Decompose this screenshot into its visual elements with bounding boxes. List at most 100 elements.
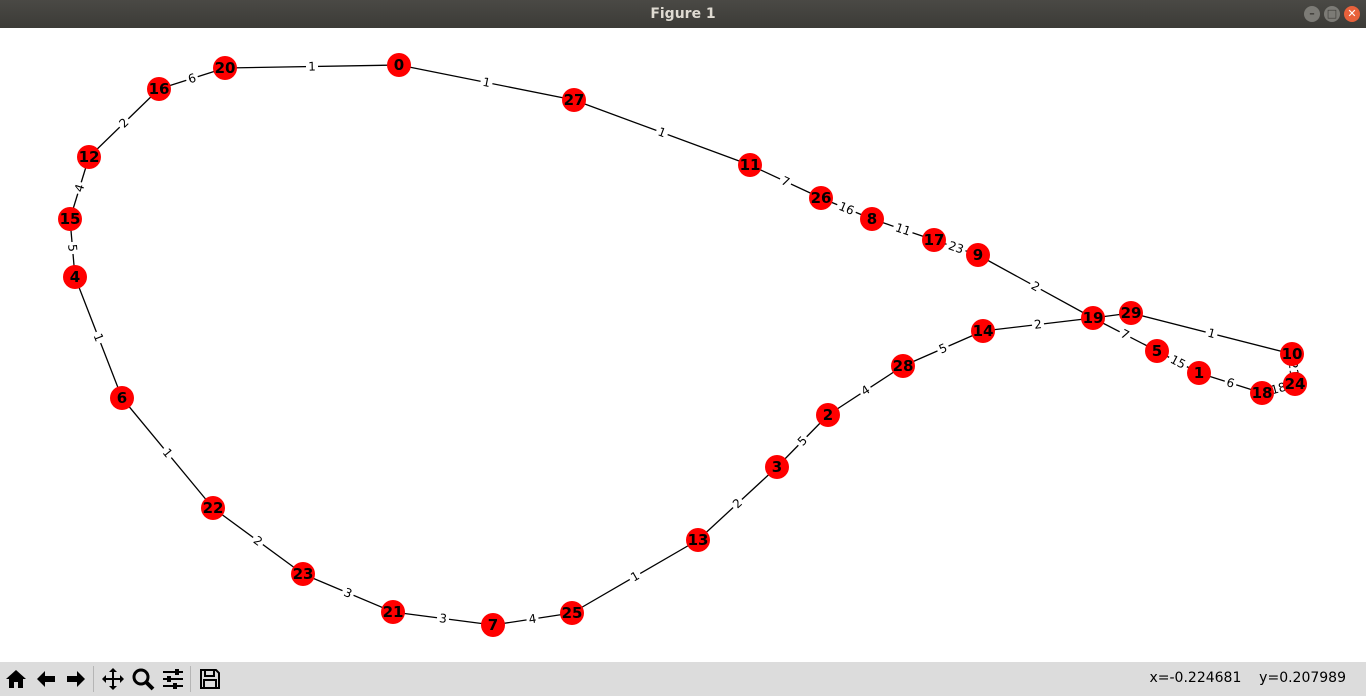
node-label: 15 <box>60 210 81 228</box>
node-18 <box>1250 381 1274 405</box>
node-label: 18 <box>1252 384 1273 402</box>
edge-label-group: 3 <box>436 610 450 627</box>
edge-weight-label: 11 <box>894 220 913 238</box>
node-25 <box>560 601 584 625</box>
edge-label-background <box>777 172 794 191</box>
edge-label-group: 1 <box>305 59 319 74</box>
edge-weight-label: 3 <box>438 611 447 626</box>
node-2 <box>816 403 840 427</box>
node-label: 29 <box>1121 304 1142 322</box>
edge-label-group: 5 <box>793 431 812 451</box>
zoom-icon[interactable] <box>129 665 157 693</box>
save-icon[interactable] <box>196 665 224 693</box>
node-label: 20 <box>215 59 236 77</box>
edge-label-background <box>891 219 915 240</box>
toolbar-separator <box>190 666 191 692</box>
node-17 <box>922 228 946 252</box>
edge-label-background <box>728 494 747 513</box>
node-21 <box>381 600 405 624</box>
node-label: 24 <box>1285 375 1306 393</box>
node-10 <box>1280 342 1304 366</box>
edge-label-background <box>834 198 859 219</box>
node-12 <box>77 145 101 169</box>
toolbar-separator <box>93 666 94 692</box>
edge-label-group: 16 <box>834 198 859 219</box>
node-label: 7 <box>488 616 498 634</box>
node-14 <box>971 319 995 343</box>
edge-weight-label: 2 <box>1033 317 1042 332</box>
node-13 <box>686 528 710 552</box>
node-label: 28 <box>893 357 914 375</box>
forward-arrow-icon[interactable] <box>62 665 90 693</box>
edge-label-background <box>856 381 875 400</box>
edge-label-background <box>525 611 540 627</box>
node-9 <box>966 243 990 267</box>
node-label: 22 <box>203 499 224 517</box>
maximize-button[interactable]: □ <box>1324 6 1340 22</box>
edge-label-group: 5 <box>65 241 80 255</box>
node-15 <box>58 207 82 231</box>
edge-label-background <box>1116 325 1134 344</box>
edge-label-group: 2 <box>1031 316 1045 333</box>
edge-label-group: 4 <box>525 611 540 627</box>
edge-weight-label: 15 <box>1168 352 1188 371</box>
edge-weight-label: 6 <box>186 71 198 87</box>
edge-weight-label: 16 <box>837 199 856 218</box>
node-label: 9 <box>973 246 983 264</box>
edge-label-background <box>305 59 319 74</box>
y-readout: y=0.207989 <box>1259 670 1346 686</box>
edge-label-background <box>1031 316 1045 333</box>
edge-label-group: 15 <box>1165 351 1191 373</box>
edge-label-background <box>249 531 267 551</box>
edge-label-group: 4 <box>71 180 88 196</box>
pan-icon[interactable] <box>99 665 127 693</box>
edge-label-background <box>89 329 108 346</box>
edge-label-group: 2 <box>114 113 134 133</box>
navigation-toolbar: x=-0.224681 y=0.207989 <box>0 662 1366 696</box>
node-24 <box>1283 372 1307 396</box>
subplots-config-icon[interactable] <box>159 665 187 693</box>
node-11 <box>738 153 762 177</box>
node-label: 2 <box>823 406 833 424</box>
node-label: 12 <box>79 148 100 166</box>
home-icon[interactable] <box>2 665 30 693</box>
cursor-coordinates: x=-0.224681 y=0.207989 <box>1149 670 1346 686</box>
edge-label-group: 6 <box>1222 374 1239 392</box>
edge-label-background <box>1222 374 1239 392</box>
node-4 <box>63 265 87 289</box>
edge-label-group: 7 <box>1116 325 1134 344</box>
node-label: 3 <box>772 458 782 476</box>
edge-label-background <box>626 567 644 586</box>
node-27 <box>562 88 586 112</box>
edge-label-group: 7 <box>777 172 794 191</box>
minimize-button[interactable]: – <box>1304 6 1320 22</box>
node-label: 11 <box>740 156 761 174</box>
node-29 <box>1119 301 1143 325</box>
edge-weight-label: 1 <box>1206 326 1217 341</box>
edge-label-background <box>653 123 671 142</box>
back-arrow-icon[interactable] <box>32 665 60 693</box>
node-1 <box>1187 361 1211 385</box>
edge-weight-label: 23 <box>947 238 966 256</box>
edge-label-group: 1 <box>1203 325 1220 342</box>
edge-weight-label: 4 <box>528 612 538 627</box>
node-22 <box>201 496 225 520</box>
edge-weight-label: 1 <box>308 59 316 73</box>
node-0 <box>387 53 411 77</box>
edge-label-group: 2 <box>728 494 747 513</box>
edge-label-background <box>65 241 80 255</box>
node-label: 19 <box>1083 309 1104 327</box>
node-3 <box>765 455 789 479</box>
node-label: 13 <box>688 531 709 549</box>
edge-weight-label: 5 <box>65 244 80 253</box>
edge-label-background <box>71 180 88 196</box>
close-button[interactable]: ✕ <box>1344 6 1360 22</box>
node-label: 27 <box>564 91 585 109</box>
edge-label-group: 2 <box>249 531 267 551</box>
node-label: 21 <box>383 603 404 621</box>
edge-label-group: 5 <box>934 339 952 358</box>
